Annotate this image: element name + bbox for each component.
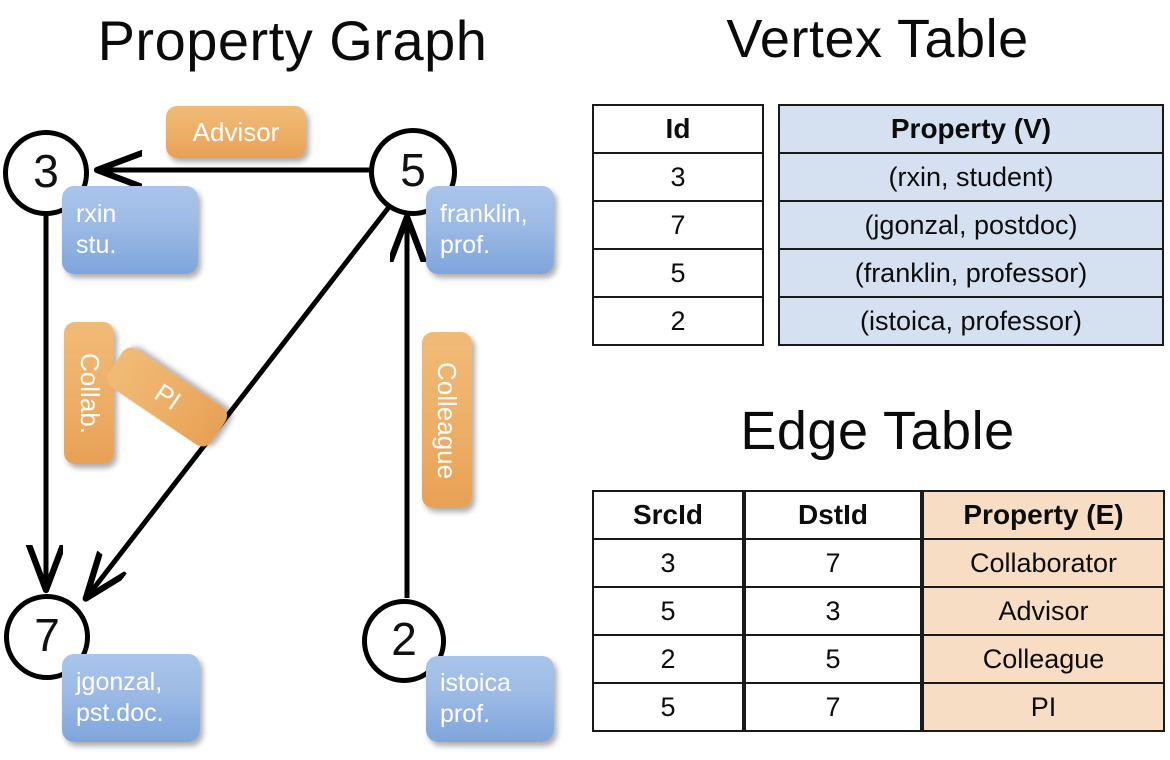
table-row: 3 — [592, 152, 764, 202]
vertex-table-cell-id: 7 — [592, 200, 764, 250]
edge-line-5-to-7 — [87, 205, 391, 597]
table-row: Id — [592, 104, 764, 154]
table-row: PI — [922, 682, 1165, 732]
vertex-table-cell-property: (rxin, student) — [778, 152, 1164, 202]
table-row: (rxin, student) — [778, 152, 1164, 202]
edge-table-header-dstid: DstId — [744, 490, 922, 540]
graph-node-7-label: 7 — [34, 609, 60, 661]
vertex-table-header-property: Property (V) — [778, 104, 1164, 154]
vertex-property-box-3-line1: rxin — [76, 200, 117, 228]
table-row: 3 — [592, 538, 744, 588]
vertex-table-cell-property: (jgonzal, postdoc) — [778, 200, 1164, 250]
vertex-property-box-5-line2: prof. — [440, 230, 491, 259]
page-title-edge-table: Edge Table — [740, 401, 1015, 461]
vertex-property-box-2-line2: prof. — [440, 699, 491, 728]
edge-table-header-srcid: SrcId — [592, 490, 744, 540]
vertex-property-box-5-line1: franklin, — [440, 200, 528, 228]
table-row: 7 — [744, 538, 922, 588]
vertex-property-box-5: franklin, prof. — [426, 186, 554, 274]
table-row: 5 — [592, 586, 744, 636]
graph-edge-lines — [0, 0, 585, 760]
vertex-table-cell-property: (franklin, professor) — [778, 248, 1164, 298]
edge-label-collab: Collab. — [64, 322, 114, 464]
table-row: Colleague — [922, 634, 1165, 684]
table-row: DstId — [744, 490, 922, 540]
edge-table-cell-dstid: 3 — [744, 586, 922, 636]
edge-table-cell-property: PI — [922, 682, 1165, 732]
graph-node-5-label: 5 — [400, 144, 426, 196]
vertex-property-box-2-line1: istoica — [440, 669, 511, 697]
edge-table-cell-dstid: 7 — [744, 538, 922, 588]
vertex-table-cell-id: 2 — [592, 296, 764, 346]
table-row: Property (E) — [922, 490, 1165, 540]
edge-label-advisor: Advisor — [166, 106, 306, 158]
edge-table-property-column: Property (E) Collaborator Advisor Collea… — [922, 490, 1165, 732]
edge-table-cell-srcid: 5 — [592, 682, 744, 732]
vertex-table-property-column: Property (V) (rxin, student) (jgonzal, p… — [778, 104, 1164, 346]
vertex-table-cell-id: 3 — [592, 152, 764, 202]
vertex-table-cell-property: (istoica, professor) — [778, 296, 1164, 346]
edge-table-cell-property: Advisor — [922, 586, 1165, 636]
graph-node-2-label: 2 — [391, 613, 417, 665]
table-row: 2 — [592, 634, 744, 684]
vertex-property-box-7-line2: pst.doc. — [76, 698, 164, 727]
edge-table-dstid-column: DstId 7 3 5 7 — [744, 490, 922, 732]
graph-node-3-label: 3 — [33, 145, 59, 197]
edge-table-cell-property: Colleague — [922, 634, 1165, 684]
table-row: (istoica, professor) — [778, 296, 1164, 346]
edge-table-cell-srcid: 3 — [592, 538, 744, 588]
edge-table-header-property: Property (E) — [922, 490, 1165, 540]
edge-label-pi-text: PI — [148, 377, 186, 416]
edge-table-cell-dstid: 7 — [744, 682, 922, 732]
table-row: SrcId — [592, 490, 744, 540]
table-row: 5 — [592, 682, 744, 732]
table-row: 5 — [744, 634, 922, 684]
vertex-table-header-id: Id — [592, 104, 764, 154]
table-row: Advisor — [922, 586, 1165, 636]
graph-node-5[interactable]: 5 — [369, 128, 457, 216]
table-row: Collaborator — [922, 538, 1165, 588]
edge-label-colleague: Colleague — [422, 332, 472, 508]
page-title-vertex-table: Vertex Table — [726, 9, 1029, 69]
table-row: (franklin, professor) — [778, 248, 1164, 298]
vertex-property-box-7-line1: jgonzal, — [76, 668, 163, 696]
table-row: 7 — [744, 682, 922, 732]
vertex-property-box-7: jgonzal, pst.doc. — [62, 654, 200, 742]
vertex-property-box-3-line2: stu. — [76, 230, 117, 259]
page-title-property-graph: Property Graph — [97, 9, 488, 72]
edge-label-collab-text: Collab. — [74, 352, 105, 434]
vertex-table-cell-id: 5 — [592, 248, 764, 298]
edge-table-cell-dstid: 5 — [744, 634, 922, 684]
edge-label-colleague-text: Colleague — [432, 361, 463, 479]
table-row: 3 — [744, 586, 922, 636]
table-row: 7 — [592, 200, 764, 250]
table-row: (jgonzal, postdoc) — [778, 200, 1164, 250]
edge-table-cell-property: Collaborator — [922, 538, 1165, 588]
edge-table-cell-srcid: 2 — [592, 634, 744, 684]
edge-table-srcid-column: SrcId 3 5 2 5 — [592, 490, 744, 732]
vertex-property-box-3: rxin stu. — [62, 186, 198, 274]
graph-node-2[interactable]: 2 — [362, 599, 446, 683]
vertex-property-box-2: istoica prof. — [426, 656, 554, 742]
table-row: 5 — [592, 248, 764, 298]
vertex-table-id-column: Id 3 7 5 2 — [592, 104, 764, 346]
table-row: 2 — [592, 296, 764, 346]
table-row: Property (V) — [778, 104, 1164, 154]
edge-table-cell-srcid: 5 — [592, 586, 744, 636]
edge-label-advisor-text: Advisor — [192, 116, 280, 147]
